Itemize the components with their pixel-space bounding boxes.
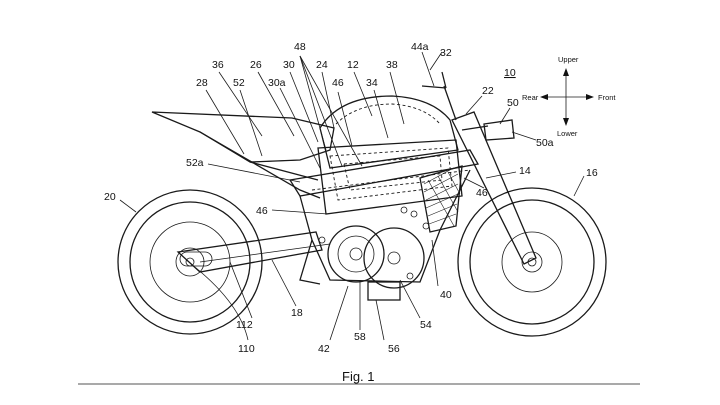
ref-label-110: 110 <box>238 343 255 355</box>
ref-label-40: 40 <box>440 289 452 301</box>
compass-upper-label: Upper <box>558 55 579 64</box>
ref-label-34: 34 <box>366 77 378 89</box>
compass-lower-label: Lower <box>557 129 578 138</box>
ref-label-24: 24 <box>316 59 328 71</box>
assembly-ref-label: 10 <box>504 67 516 79</box>
ref-label-20: 20 <box>104 191 116 203</box>
ref-label-112: 112 <box>236 319 253 331</box>
ref-label-56: 56 <box>388 343 400 355</box>
ref-label-28: 28 <box>196 77 208 89</box>
motor-unit <box>318 206 430 301</box>
compass-front-label: Front <box>598 93 616 102</box>
ref-label-30a: 30a <box>268 77 286 89</box>
ref-label-38: 38 <box>386 59 398 71</box>
ref-label-46-top: 46 <box>332 77 344 89</box>
ref-label-52: 52 <box>233 77 245 89</box>
seat-and-tail <box>151 111 335 199</box>
ref-label-18: 18 <box>291 307 303 319</box>
reference-labels: 10 48 44a 32 36 26 30 24 12 38 28 52 30a… <box>104 41 598 355</box>
front-wheel <box>457 187 607 337</box>
direction-compass: Upper Lower Rear Front <box>522 55 616 138</box>
figure-caption: Fig. 1 <box>342 369 375 384</box>
tank-cover <box>319 95 459 169</box>
ref-label-36: 36 <box>212 59 224 71</box>
ref-label-16: 16 <box>586 167 598 179</box>
ref-label-30: 30 <box>283 59 295 71</box>
ref-label-42: 42 <box>318 343 330 355</box>
ref-label-26: 26 <box>250 59 262 71</box>
ref-label-12: 12 <box>347 59 359 71</box>
ref-label-46-left: 46 <box>256 205 268 217</box>
ref-label-22: 22 <box>482 85 494 97</box>
ref-label-58: 58 <box>354 331 366 343</box>
compass-rear-label: Rear <box>522 93 539 102</box>
ref-label-44a: 44a <box>411 41 429 53</box>
ref-label-14: 14 <box>519 165 531 177</box>
ref-label-50: 50 <box>507 97 519 109</box>
front-fork <box>421 71 537 265</box>
ref-label-50a: 50a <box>536 137 554 149</box>
rear-wheel <box>117 189 263 335</box>
controller-hatched <box>419 165 463 233</box>
ref-label-32: 32 <box>440 47 452 59</box>
ref-label-54: 54 <box>420 319 432 331</box>
ref-label-46-front: 46 <box>476 187 488 199</box>
ref-label-52a: 52a <box>186 157 204 169</box>
leader-lines <box>119 51 585 341</box>
swing-arm <box>176 231 331 273</box>
ref-label-48: 48 <box>294 41 306 53</box>
